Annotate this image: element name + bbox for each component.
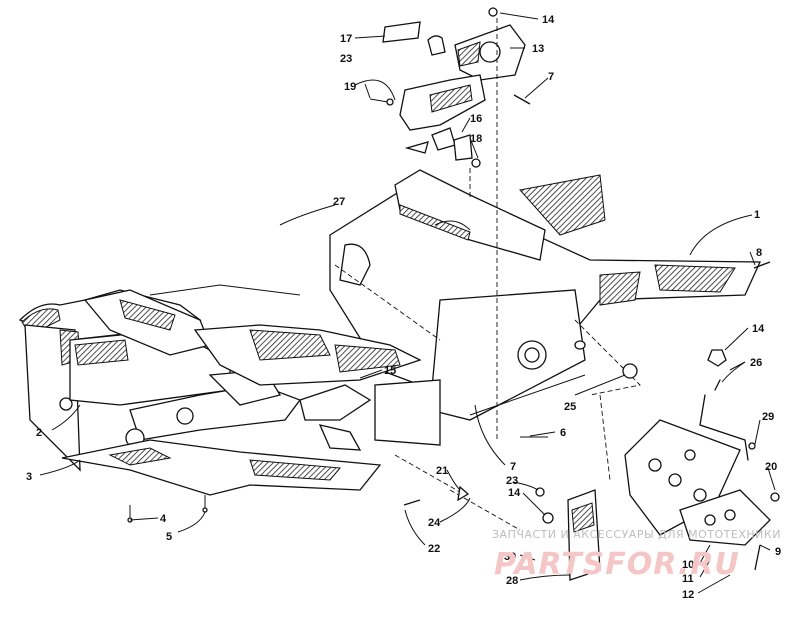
watermark-caption: ЗАПЧАСТИ И АКСЕССУАРЫ ДЛЯ МОТОТЕХНИКИ — [492, 528, 781, 541]
callout-27: 27 — [333, 196, 345, 208]
handle-bar — [699, 349, 749, 461]
callout-17: 17 — [340, 33, 352, 45]
callout-4: 4 — [160, 513, 167, 525]
callout-12: 12 — [682, 589, 694, 601]
front-frame — [18, 284, 422, 472]
callout-28: 28 — [506, 575, 518, 587]
callout-23-upper: 23 — [340, 53, 352, 65]
callout-3: 3 — [26, 471, 32, 483]
callout-16: 16 — [470, 113, 482, 125]
callout-15: 15 — [384, 365, 396, 377]
callout-30: 30 — [504, 551, 516, 563]
callout-26: 26 — [750, 357, 762, 369]
callout-10: 10 — [682, 559, 694, 571]
callout-7-upper: 7 — [548, 71, 554, 83]
callout-5: 5 — [166, 531, 172, 543]
callout-8: 8 — [756, 247, 762, 259]
step-bracket — [624, 419, 771, 546]
callout-25: 25 — [564, 401, 576, 413]
callout-1: 1 — [754, 209, 760, 221]
callout-14-top: 14 — [542, 14, 555, 26]
callout-6: 6 — [560, 427, 566, 439]
callout-14-right: 14 — [752, 323, 765, 335]
callout-29: 29 — [762, 411, 774, 423]
alignment-lines — [334, 18, 641, 531]
skid-plate — [61, 439, 382, 496]
watermark-brand: PARTSFOR.RU — [494, 547, 740, 582]
side-panel — [374, 289, 586, 446]
callout-19: 19 — [344, 81, 356, 93]
steering-post-bracket — [369, 7, 531, 168]
callout-23-lower: 23 — [506, 475, 518, 487]
callout-7-lower: 7 — [510, 461, 516, 473]
small-hardware — [403, 261, 780, 571]
callout-11: 11 — [682, 573, 694, 585]
callout-2: 2 — [36, 427, 42, 439]
leader-lines — [39, 12, 776, 594]
callout-21: 21 — [436, 465, 448, 477]
callout-24: 24 — [428, 517, 441, 529]
callout-13: 13 — [532, 43, 544, 55]
callout-20: 20 — [765, 461, 777, 473]
callout-18: 18 — [470, 133, 482, 145]
footrest-plate — [567, 489, 601, 581]
bottom-bolts — [127, 495, 208, 523]
callout-14-lower: 14 — [508, 487, 521, 499]
callout-9: 9 — [775, 546, 781, 558]
watermark: ЗАПЧАСТИ И АКСЕССУАРЫ ДЛЯ МОТОТЕХНИКИ PA… — [492, 528, 781, 582]
callout-22: 22 — [428, 543, 440, 555]
callout-labels: 1 2 3 4 5 6 7 7 8 9 10 11 12 13 14 14 14… — [26, 14, 781, 601]
